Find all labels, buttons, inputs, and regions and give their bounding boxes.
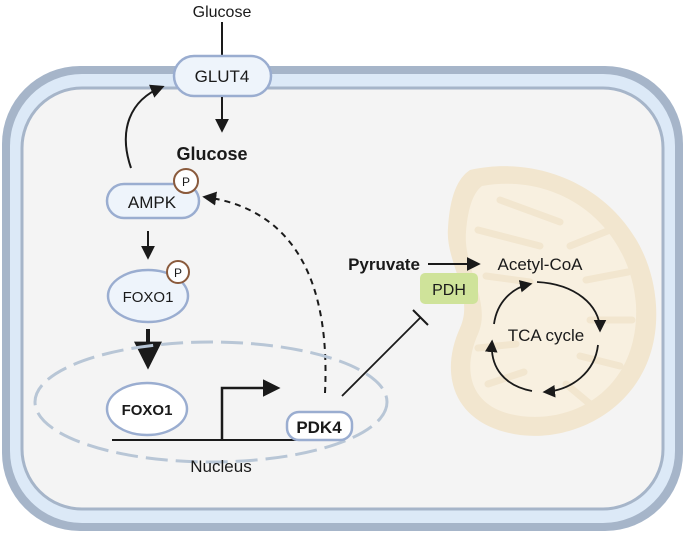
foxo1-nucleus-node: FOXO1	[105, 381, 189, 437]
foxo1-cytoplasm-node: FOXO1 P	[106, 260, 190, 324]
tca-cycle-label: TCA cycle	[508, 326, 585, 345]
ampk-phospho-badge	[173, 168, 199, 194]
pdk4-node: PDK4	[285, 410, 354, 442]
foxo1-nucleus-label: FOXO1	[122, 402, 173, 419]
mitochondrion	[447, 166, 657, 436]
pdk4-inhibits-pdh-line	[341, 317, 421, 397]
pdh-label: PDH	[432, 282, 466, 299]
ampk-node: AMPK P	[105, 168, 201, 220]
transcription-start-arrow	[220, 379, 281, 440]
pdh-enzyme: PDH	[420, 273, 478, 304]
glut4-transporter: GLUT4	[172, 54, 273, 98]
glut4-label: GLUT4	[195, 67, 250, 86]
nucleus-envelope	[33, 340, 389, 464]
foxo1-cytoplasm-label: FOXO1	[123, 289, 174, 306]
glucose-inside-label: Glucose	[176, 144, 247, 164]
foxo1-phospho-label: P	[174, 266, 182, 280]
inhibition-bar	[412, 309, 429, 326]
ampk-label: AMPK	[128, 193, 177, 212]
ampk-to-glut4-arrow	[124, 84, 165, 169]
tca-cycle-arrows	[484, 280, 607, 398]
ampk-phospho-label: P	[182, 175, 190, 189]
glucose-outside-label: Glucose	[193, 4, 252, 21]
pdk4-label: PDK4	[296, 418, 342, 437]
acetyl-coa-label: Acetyl-CoA	[497, 255, 583, 274]
nucleus-label: Nucleus	[190, 457, 251, 476]
foxo1-phospho-badge	[166, 260, 190, 284]
pyruvate-label: Pyruvate	[348, 255, 420, 274]
